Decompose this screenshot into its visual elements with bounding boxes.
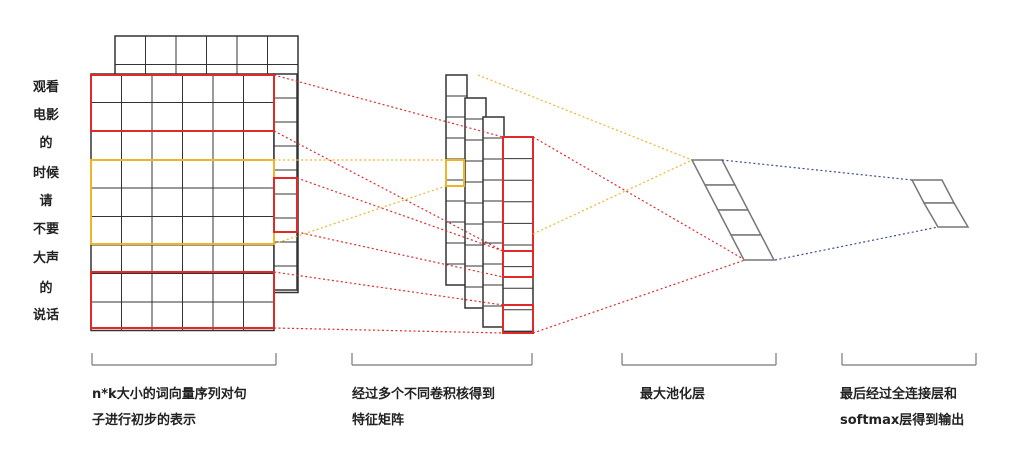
caption-embedding: n*k大小的词向量序列对句 子进行初步的表示 — [92, 382, 247, 434]
caption-fc-softmax: 最后经过全连接层和 softmax层得到输出 — [840, 382, 964, 434]
word-label: 大声 — [32, 251, 59, 266]
word-label: 请 — [39, 194, 53, 209]
output-cell — [910, 179, 956, 204]
feature-map-3 — [482, 116, 505, 328]
word-label: 电影 — [32, 108, 59, 123]
filter-region-red-top — [90, 74, 275, 132]
caption-line: 特征矩阵 — [352, 413, 405, 428]
caption-max-pooling: 最大池化层 — [640, 382, 705, 408]
embedding-matrix-side-strip — [273, 73, 298, 291]
connector-red — [273, 327, 504, 334]
connector-yellow — [532, 159, 693, 235]
filter-region-red-bottom — [90, 271, 275, 329]
word-label: 观看 — [32, 80, 59, 95]
feature-map-4-border — [502, 136, 534, 333]
embedding-matrix-side-strip-border — [273, 73, 298, 291]
caption-line: n*k大小的词向量序列对句 — [92, 387, 247, 402]
word-label: 不要 — [32, 222, 59, 237]
caption-line: 子进行初步的表示 — [92, 413, 197, 428]
caption-line: 最后经过全连接层和 — [840, 387, 958, 402]
pooling-cell — [729, 234, 776, 261]
feature-map-red-lower — [502, 304, 534, 334]
pooling-cell — [703, 184, 750, 211]
feature-map-red-middle — [502, 250, 534, 278]
connector-red — [532, 136, 746, 261]
feature-map-yellow-cell — [445, 159, 465, 187]
word-label: 的 — [39, 136, 53, 151]
word-label: 说话 — [32, 308, 59, 323]
pooling-cell — [716, 209, 763, 236]
embedding-matrix-front — [90, 73, 275, 332]
connector-red — [532, 259, 746, 334]
word-label: 的 — [39, 281, 53, 296]
connector-blue — [721, 159, 913, 181]
connector-blue — [774, 226, 939, 261]
caption-line: 最大池化层 — [640, 387, 706, 402]
filter-region-red-side — [273, 177, 298, 233]
feature-map-4 — [502, 136, 534, 333]
caption-line: softmax层得到输出 — [840, 413, 965, 428]
caption-convolution: 经过多个不同卷积核得到 特征矩阵 — [352, 382, 495, 434]
connector-red — [273, 74, 504, 138]
word-label: 时候 — [32, 166, 59, 181]
output-cell — [922, 202, 970, 228]
caption-line: 经过多个不同卷积核得到 — [352, 387, 496, 402]
connector-red — [296, 177, 504, 252]
feature-map-2 — [464, 97, 487, 309]
connector-yellow — [273, 185, 447, 245]
pooling-cell — [690, 159, 737, 186]
connector-red — [296, 231, 504, 278]
